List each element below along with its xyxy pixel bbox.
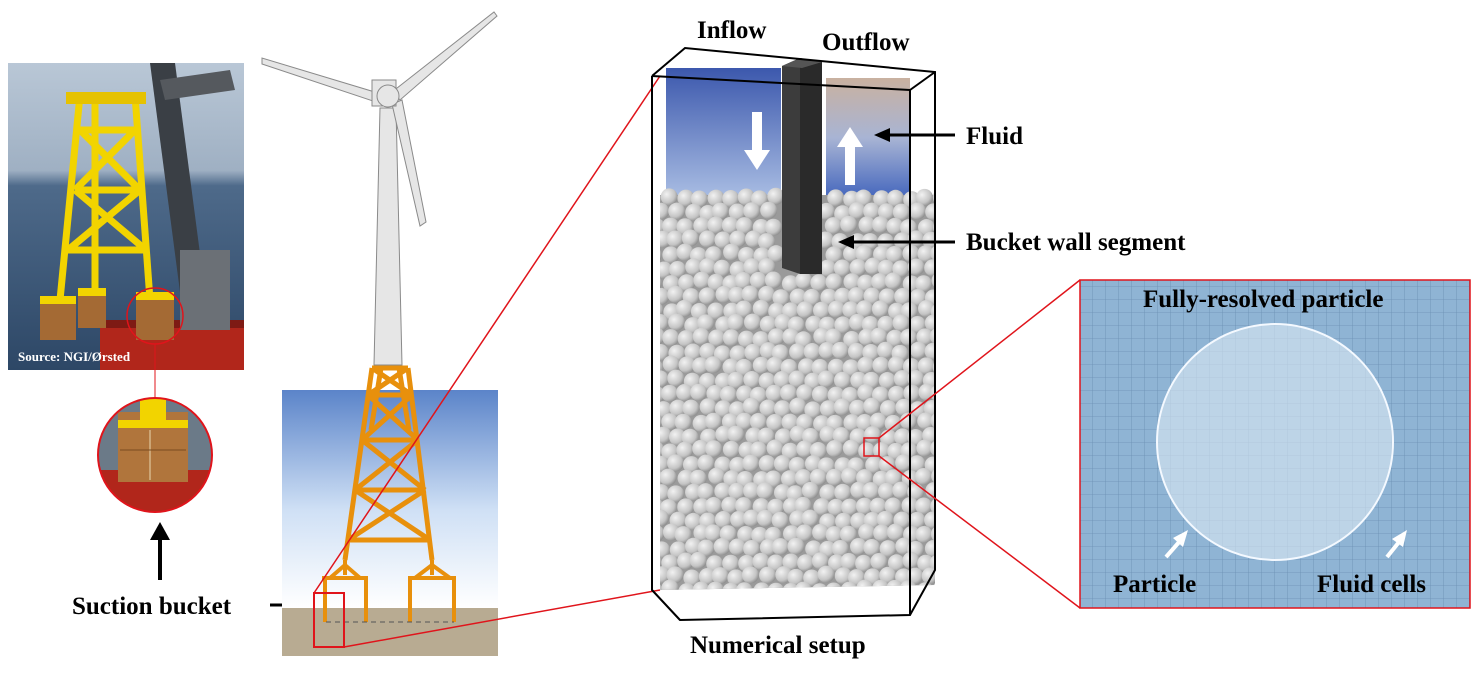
panel-connector-lines (878, 279, 1081, 609)
numerical-setup-label: Numerical setup (690, 632, 866, 659)
particle-highlight-box (863, 437, 880, 457)
bucket-wall-segment-label: Bucket wall segment (966, 229, 1186, 256)
inflow-label: Inflow (697, 17, 766, 44)
photo-source-label: Source: NGI/Ørsted (18, 349, 131, 364)
outflow-label: Outflow (822, 29, 910, 56)
resolved-particle-panel (1079, 279, 1471, 609)
particle-arrow (1164, 530, 1188, 559)
resolved-particle (1156, 323, 1394, 561)
outflow-arrow (837, 127, 863, 185)
numerical-setup (651, 46, 936, 622)
inflow-arrow (744, 112, 770, 170)
fluid-cells-label: Fluid cells (1317, 571, 1426, 598)
sea-background (282, 390, 498, 608)
installation-photo: Source: NGI/Ørsted (8, 63, 244, 370)
bucket-zoom-circle (97, 397, 213, 513)
bucket-highlight-box (313, 592, 345, 648)
fully-resolved-particle-label: Fully-resolved particle (1143, 286, 1383, 313)
turbine-schematic (261, 11, 498, 656)
fluid-label: Fluid (966, 123, 1023, 150)
bucket-wall-pointer-arrow (838, 235, 955, 249)
fluid-cells-arrow (1385, 530, 1407, 559)
particle-label: Particle (1113, 571, 1196, 598)
fluid-pointer-arrow (874, 128, 955, 142)
suction-bucket-label: Suction bucket (72, 593, 232, 620)
zoom-connector-lines (313, 75, 661, 648)
up-arrow (150, 522, 170, 580)
